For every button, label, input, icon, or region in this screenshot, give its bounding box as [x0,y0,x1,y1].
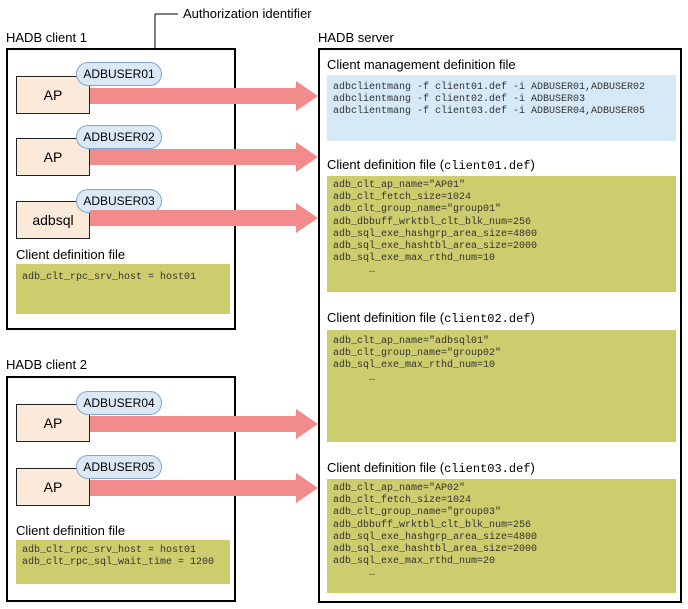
def-line: adb_sql_exe_hashgrp_area_size=4800 [333,228,538,240]
def1-title-suffix: ) [530,157,535,172]
def-line: … [333,372,376,384]
client2-title: HADB client 2 [6,357,87,372]
callout-label: Authorization identifier [183,6,312,21]
client2-auth-id-2: ADBUSER05 [76,455,162,479]
client2-def-title: Client definition file [16,523,126,538]
def-line: adb_dbbuff_wrktbl_clt_blk_num=256 [333,216,532,228]
def-line: adb_sql_exe_max_rthd_num=10 [333,253,496,265]
def-line: adb_dbbuff_wrktbl_clt_blk_num=256 [333,519,532,531]
def-line: adb_sql_exe_hashtbl_area_size=2000 [333,544,538,556]
arrow-1 [90,81,318,111]
app-label: AP [43,479,63,495]
def-line: adb_clt_group_name="group03" [333,507,502,519]
server-title: HADB server [318,30,394,45]
client1-app-1: AP [16,76,90,114]
def-line: … [333,568,376,580]
def2-title-suffix: ) [530,310,535,325]
client2-auth-id-1: ADBUSER04 [76,391,162,415]
arrow-2 [90,142,318,172]
arrow-3 [90,203,318,233]
def-line: adb_sql_exe_hashtbl_area_size=2000 [333,241,538,253]
def-line: adb_clt_rpc_srv_host = host01 [22,272,197,283]
def-line: adb_clt_rpc_srv_host = host01 [22,545,197,556]
app-label: adbsql [32,212,74,228]
client2-def-box: adb_clt_rpc_srv_host = host01 adb_clt_rp… [16,540,230,584]
def3-title-prefix: Client definition file ( [327,460,445,475]
def1-box: adb_clt_ap_name="AP01" adb_clt_fetch_siz… [327,176,676,292]
def3-file: client03.def [444,462,531,476]
mgmt-def-title: Client management definition file [327,57,516,72]
arrow-5 [90,473,318,503]
client1-auth-id-2: ADBUSER02 [76,125,162,149]
def-line: adb_clt_fetch_size=1024 [333,192,472,204]
app-label: AP [43,415,63,431]
def-line: adb_sql_exe_max_rthd_num=10 [333,360,496,372]
def-line: adb_sql_exe_max_rthd_num=20 [333,556,496,568]
def-line: adb_clt_ap_name="AP02" [333,483,466,494]
mgmt-line: adbclientmang -f client03.def -i ADBUSER… [333,106,646,118]
def2-file: client02.def [444,312,531,326]
client1-def-title: Client definition file [16,247,126,262]
def-line: adb_clt_ap_name="AP01" [333,180,466,191]
def-line: adb_clt_group_name="group01" [333,204,502,216]
def-line: … [333,265,376,277]
mgmt-line: adbclientmang -f client01.def -i ADBUSER… [333,82,646,93]
client1-auth-id-3: ADBUSER03 [76,189,162,213]
def-line: adb_clt_fetch_size=1024 [333,495,472,507]
def2-title-prefix: Client definition file ( [327,310,445,325]
app-label: AP [43,149,63,165]
def1-file: client01.def [444,159,531,173]
def2-title: Client definition file (client02.def) [327,310,535,326]
def3-box: adb_clt_ap_name="AP02" adb_clt_fetch_siz… [327,479,676,593]
mgmt-line: adbclientmang -f client02.def -i ADBUSER… [333,94,586,106]
mgmt-def-box: adbclientmang -f client01.def -i ADBUSER… [327,75,676,141]
def3-title-suffix: ) [530,460,535,475]
arrow-4 [90,409,318,439]
def-line: adb_clt_rpc_sql_wait_time = 1200 [22,557,215,569]
def1-title: Client definition file (client01.def) [327,157,535,173]
def-line: adb_clt_ap_name="adbsql01" [333,336,490,347]
client1-def-box: adb_clt_rpc_srv_host = host01 [16,264,230,314]
def-line: adb_clt_group_name="group02" [333,348,502,360]
app-label: AP [43,87,63,103]
def2-box: adb_clt_ap_name="adbsql01" adb_clt_group… [327,330,676,442]
client1-title: HADB client 1 [6,30,87,45]
client1-auth-id-1: ADBUSER01 [76,62,162,86]
def1-title-prefix: Client definition file ( [327,157,445,172]
def-line: adb_sql_exe_hashgrp_area_size=4800 [333,531,538,543]
def3-title: Client definition file (client03.def) [327,460,535,476]
